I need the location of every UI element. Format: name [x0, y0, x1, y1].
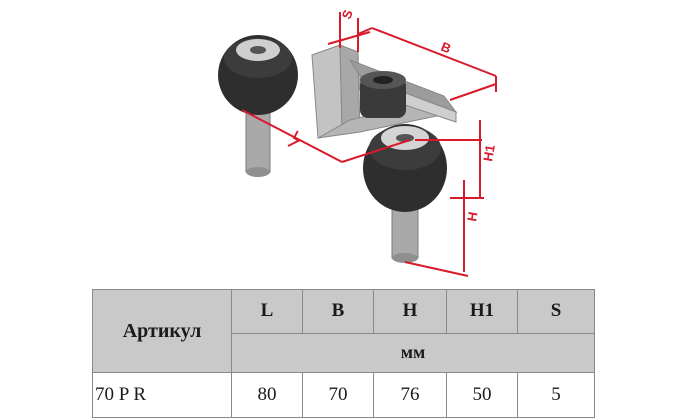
spacer-bushing: [360, 71, 406, 118]
value-cell-s: 5: [517, 372, 595, 418]
dim-label-h1: H1: [480, 144, 498, 163]
spec-table: Артикул L B H H1 S мм 70 P R 80 70 76 50…: [92, 289, 595, 418]
column-header-l: L: [231, 289, 303, 334]
value-cell-h1: 50: [446, 372, 518, 418]
roller-left: [218, 35, 298, 177]
article-cell: 70 P R: [92, 372, 232, 418]
column-header-b: B: [302, 289, 374, 334]
unit-row: мм: [93, 332, 595, 374]
table-row: 70 P R 80 70 76 50 5: [92, 372, 595, 418]
value-cell-l: 80: [231, 372, 303, 418]
unit-header: мм: [231, 332, 595, 374]
table-header-row: Артикул L B H H1 S: [92, 289, 595, 373]
dim-label-s: S: [339, 7, 356, 21]
value-cell-b: 70: [302, 372, 374, 418]
column-header-h1: H1: [446, 289, 518, 334]
article-header: Артикул: [92, 289, 232, 373]
dimension-lines: [241, 12, 497, 277]
product-drawing: S B L H1 H: [200, 0, 520, 285]
value-cell-h: 76: [373, 372, 447, 418]
roller-right: [363, 124, 447, 263]
column-header-h: H: [373, 289, 447, 334]
column-header-s: S: [517, 289, 595, 334]
dim-label-h: H: [464, 211, 480, 223]
